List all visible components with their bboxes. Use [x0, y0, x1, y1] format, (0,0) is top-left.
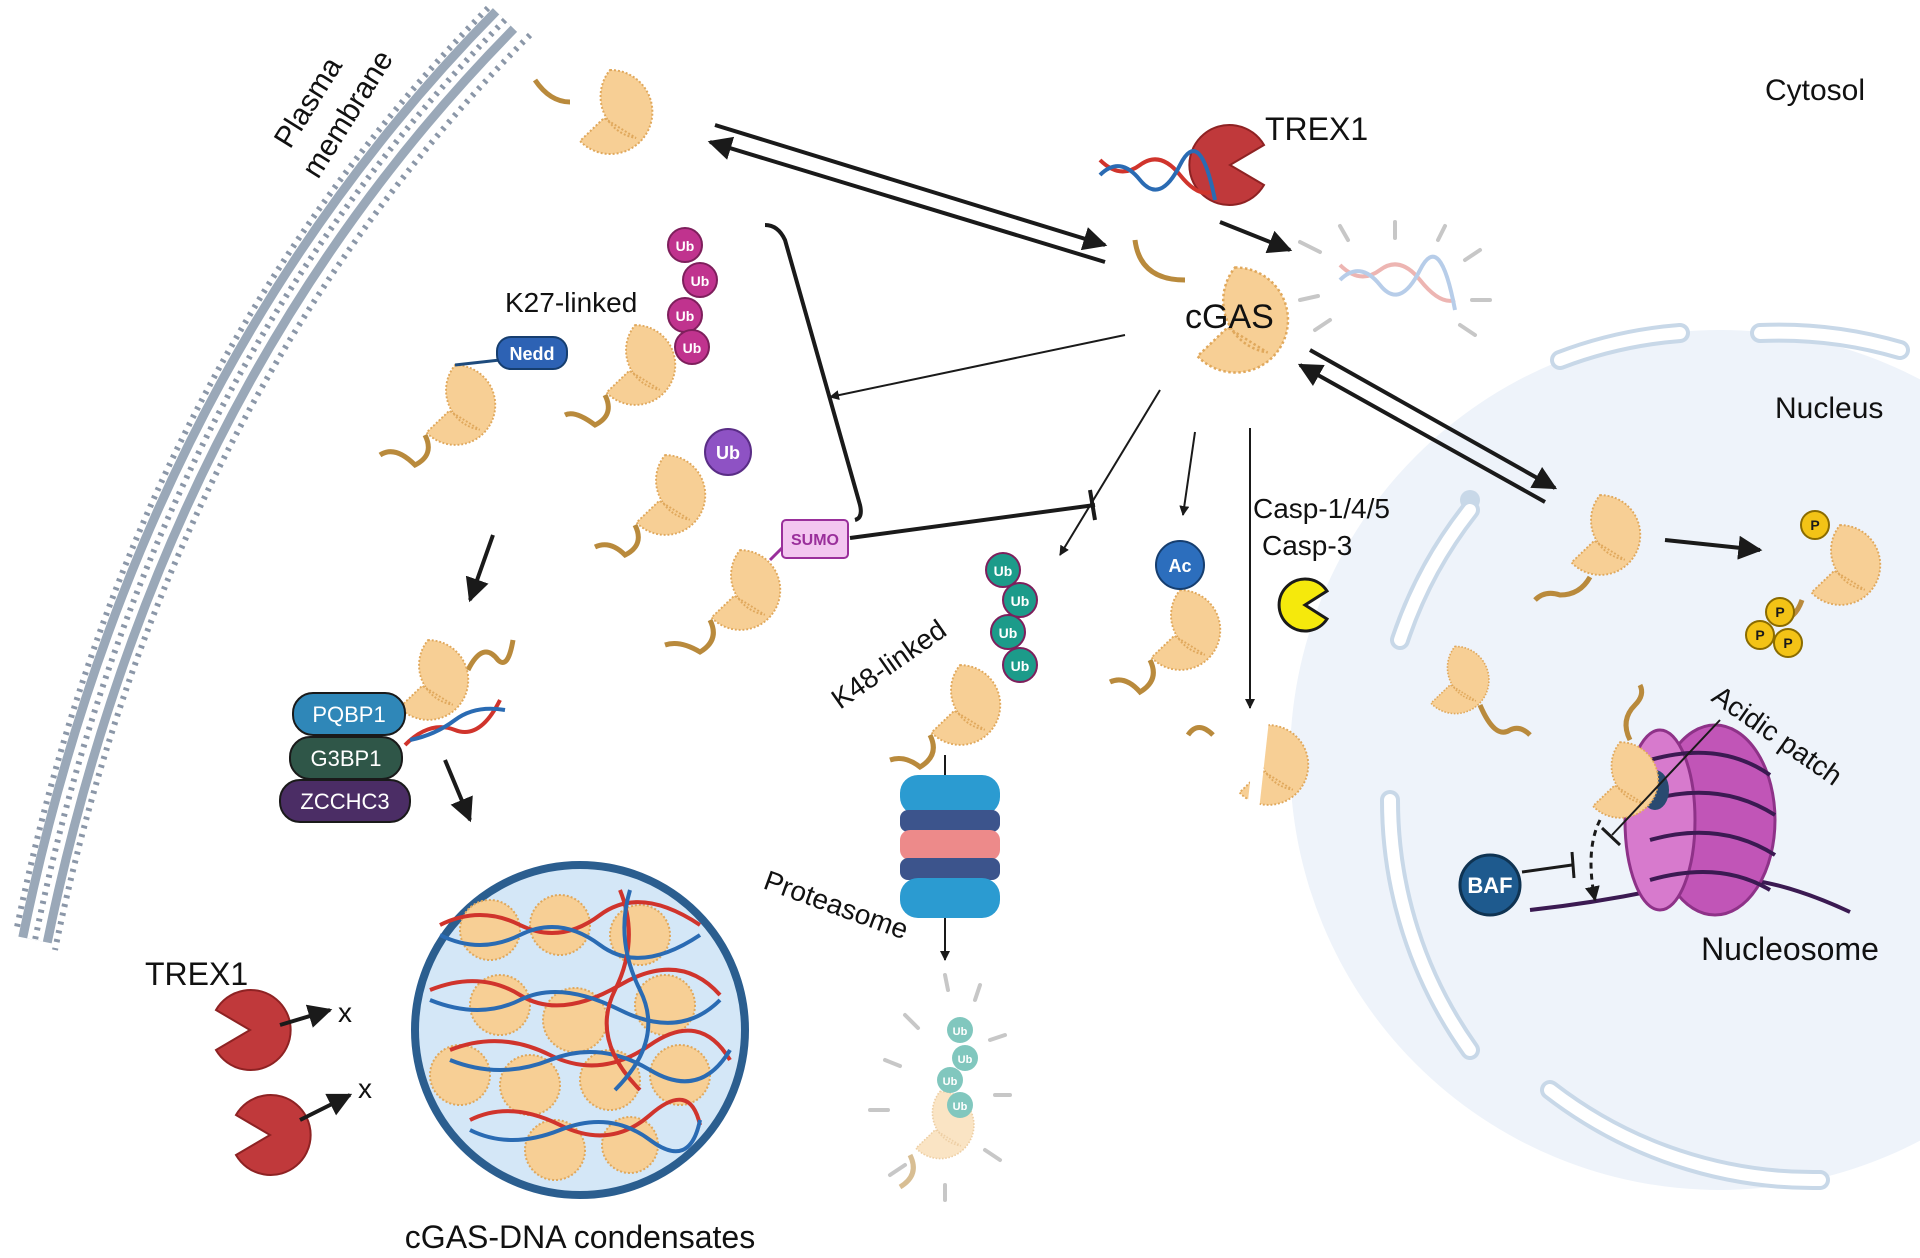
sumo-badge: SUMO: [781, 519, 849, 559]
nucleus-region: Nucleus: [1290, 322, 1920, 1191]
protein-pqbp1: PQBP1: [292, 692, 406, 736]
svg-text:Ub: Ub: [953, 1026, 968, 1038]
svg-text:Ub: Ub: [958, 1054, 973, 1066]
cgas-ub: [593, 454, 707, 559]
cgas-nucleosome: [1592, 683, 1660, 819]
ub-chain-k27: Ub Ub Ub Ub: [667, 227, 718, 365]
nedd-badge: Nedd: [496, 336, 568, 370]
proteasome-label: Proteasome: [760, 865, 912, 946]
svg-text:Ac: Ac: [1168, 556, 1191, 576]
cgas-central: [1132, 239, 1290, 374]
nucleus-label: Nucleus: [1775, 392, 1883, 425]
cgas-label: cGAS: [1185, 298, 1274, 336]
sumo-inhibition: [849, 503, 1096, 540]
arrow-trex1-1: [279, 1004, 333, 1028]
svg-text:Ub: Ub: [943, 1076, 958, 1088]
x-mark-1: x: [338, 997, 352, 1028]
casp-label-2: Casp-3: [1262, 530, 1352, 561]
k27-label: K27-linked: [505, 287, 637, 318]
acidic-patch-pointer: [1611, 719, 1721, 836]
dna-degraded: [1298, 220, 1492, 337]
svg-text:PQBP1: PQBP1: [312, 702, 385, 727]
cgas-membrane: [532, 68, 654, 155]
svg-text:Ub: Ub: [676, 238, 695, 254]
caspase-icon: [1277, 577, 1330, 633]
trex1-bottom-1: [215, 989, 292, 1071]
condensate-label: cGAS-DNA condensates: [405, 1219, 755, 1255]
trex1-bottom-2: [235, 1094, 312, 1176]
arrow-to-acetyl: [1179, 431, 1196, 516]
k48-label: K48-linked: [826, 614, 952, 715]
cgas-nuclear: [1533, 494, 1642, 602]
svg-text:P: P: [1783, 635, 1792, 651]
arrow-trex1-2: [299, 1093, 353, 1122]
arrow-degrade-dna: [1219, 220, 1293, 254]
plasma-membrane: [13, 5, 533, 951]
svg-text:BAF: BAF: [1467, 873, 1512, 898]
arrow-to-phospho: [1664, 535, 1763, 560]
svg-text:Ub: Ub: [676, 308, 695, 324]
svg-text:P: P: [1775, 604, 1784, 620]
svg-text:Nedd: Nedd: [510, 344, 555, 364]
ub-single: Ub: [704, 428, 752, 476]
condensate: [411, 861, 749, 1199]
trex1-bottom-label: TREX1: [145, 956, 248, 992]
protein-g3bp1: G3BP1: [289, 736, 403, 780]
svg-text:G3BP1: G3BP1: [311, 746, 382, 771]
cytosol-label: Cytosol: [1765, 74, 1865, 107]
svg-text:Ub: Ub: [691, 273, 710, 289]
casp-label-1: Casp-1/4/5: [1253, 493, 1390, 524]
svg-text:Ub: Ub: [994, 563, 1013, 579]
baf-protein: BAF: [1458, 853, 1522, 917]
trex1-top-label: TREX1: [1265, 111, 1368, 147]
baf-inhibition: [1521, 863, 1573, 874]
bracket-sumo: [764, 223, 863, 522]
svg-text:Ub: Ub: [683, 340, 702, 356]
ac-badge: Ac: [1155, 540, 1205, 590]
svg-text:Ub: Ub: [999, 625, 1018, 641]
dashed-arrow: [1585, 819, 1602, 902]
cgas-acetyl: [1108, 589, 1222, 696]
cgas-sumo: [664, 540, 790, 655]
cgas-cleaved: [1185, 719, 1310, 811]
svg-text:P: P: [1810, 517, 1819, 533]
svg-text:Ub: Ub: [716, 443, 740, 463]
cgas-k27: [563, 324, 677, 428]
cgas-degraded: Ub Ub Ub Ub: [868, 973, 1012, 1202]
arrow-to-cgas: [714, 123, 1108, 251]
svg-text:Ub: Ub: [1011, 593, 1030, 609]
svg-text:P: P: [1755, 627, 1764, 643]
arrow-from-nucleus: [1297, 363, 1546, 504]
cgas-nuclear-free: [1430, 645, 1532, 737]
svg-text:Ub: Ub: [953, 1101, 968, 1113]
ub-chain-k48: Ub Ub Ub Ub: [985, 552, 1038, 683]
dna-top: [1098, 149, 1217, 201]
dna-bound: [403, 699, 506, 747]
x-mark-2: x: [358, 1073, 372, 1104]
arrow-to-membrane: [707, 136, 1106, 264]
svg-text:ZCCHC3: ZCCHC3: [300, 789, 389, 814]
arrow-to-modifications: [829, 334, 1126, 401]
cgas-k48: [889, 664, 1002, 771]
svg-text:Ub: Ub: [1011, 658, 1030, 674]
nucleosome-label: Nucleosome: [1701, 931, 1879, 967]
svg-text:SUMO: SUMO: [791, 532, 839, 549]
protein-zcchc3: ZCCHC3: [279, 779, 411, 823]
arrow-to-condensate-path: [465, 534, 495, 603]
phospho-badges: P P P P: [1745, 510, 1830, 658]
arrow-to-nucleus: [1309, 348, 1558, 490]
proteasome: [900, 775, 1000, 918]
cgas-nedd: [378, 358, 501, 469]
arrow-to-condensate: [443, 759, 473, 823]
arrow-to-k48: [1059, 389, 1161, 556]
cgas-dna-bound: [398, 639, 516, 721]
